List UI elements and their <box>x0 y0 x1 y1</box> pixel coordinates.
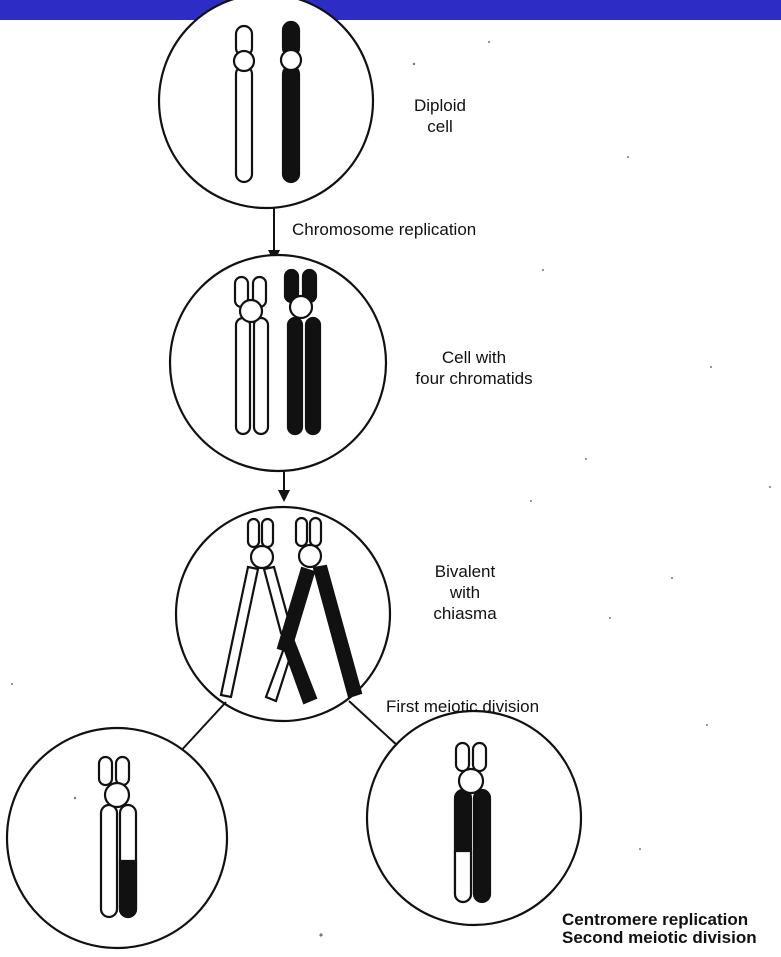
first-meiotic-division-label: First meiotic division <box>386 696 539 717</box>
white-chromosome <box>234 26 254 182</box>
diploid-cell-outline <box>159 0 373 208</box>
diploid-label-line1: Diploid <box>400 95 480 116</box>
chromatid-short-arm <box>116 757 129 785</box>
bivalent-label: Bivalent with chiasma <box>420 561 510 624</box>
chromatid-short-arm <box>248 519 259 547</box>
centromere <box>459 769 483 793</box>
recombinant-black-segment <box>120 861 136 917</box>
centromere <box>105 783 129 807</box>
diploid-cell-label: Diploid cell <box>400 95 480 137</box>
chromatid-short-arm <box>262 519 273 547</box>
chromosome-long-arm <box>283 66 299 182</box>
right-daughter-cell <box>367 711 581 925</box>
chromatid-long-arm <box>306 318 320 434</box>
chromatid-short-arm <box>310 518 321 546</box>
centromere <box>290 296 312 318</box>
diploid-cell <box>159 0 373 208</box>
bivalent-line3: chiasma <box>420 603 510 624</box>
arrow-replication <box>268 208 280 262</box>
bivalent-line1: Bivalent <box>420 561 510 582</box>
centromere <box>240 300 262 322</box>
four-chromatids-label: Cell with four chromatids <box>404 347 544 389</box>
centromere-replication-label: Centromere replication Second meiotic di… <box>562 909 757 948</box>
chromatid-short-arm <box>456 743 469 771</box>
chromatid-long-arm <box>474 790 490 902</box>
four-chromatid-cell <box>170 255 386 471</box>
chromatid-short-arm <box>99 757 112 785</box>
chromosome-replication-label: Chromosome replication <box>292 219 476 240</box>
centromere <box>234 51 254 71</box>
arrow-to-bivalent <box>278 471 290 502</box>
diploid-label-line2: cell <box>400 116 480 137</box>
second-meiotic-division-line: Second meiotic division <box>562 927 757 948</box>
chromatid-long-arm <box>288 318 302 434</box>
bivalent-line2: with <box>420 582 510 603</box>
chromosome-long-arm <box>236 66 252 182</box>
four-chromatids-line1: Cell with <box>404 347 544 368</box>
chromatid-long-arm <box>101 805 117 917</box>
left-daughter-cell <box>7 728 227 948</box>
bivalent-cell <box>176 507 390 721</box>
black-chromosome-pair <box>285 270 320 434</box>
four-chromatid-cell-outline <box>170 255 386 471</box>
chromatid-short-arm <box>473 743 486 771</box>
chromatid-long-arm <box>254 318 268 434</box>
chromatid-short-arm <box>296 518 307 546</box>
centromere <box>281 50 301 70</box>
centromere <box>299 545 321 567</box>
recombinant-white-segment <box>455 851 471 902</box>
four-chromatids-line2: four chromatids <box>404 368 544 389</box>
chromatid-long-arm <box>236 318 250 434</box>
centromere <box>251 546 273 568</box>
black-chromosome <box>281 22 301 182</box>
